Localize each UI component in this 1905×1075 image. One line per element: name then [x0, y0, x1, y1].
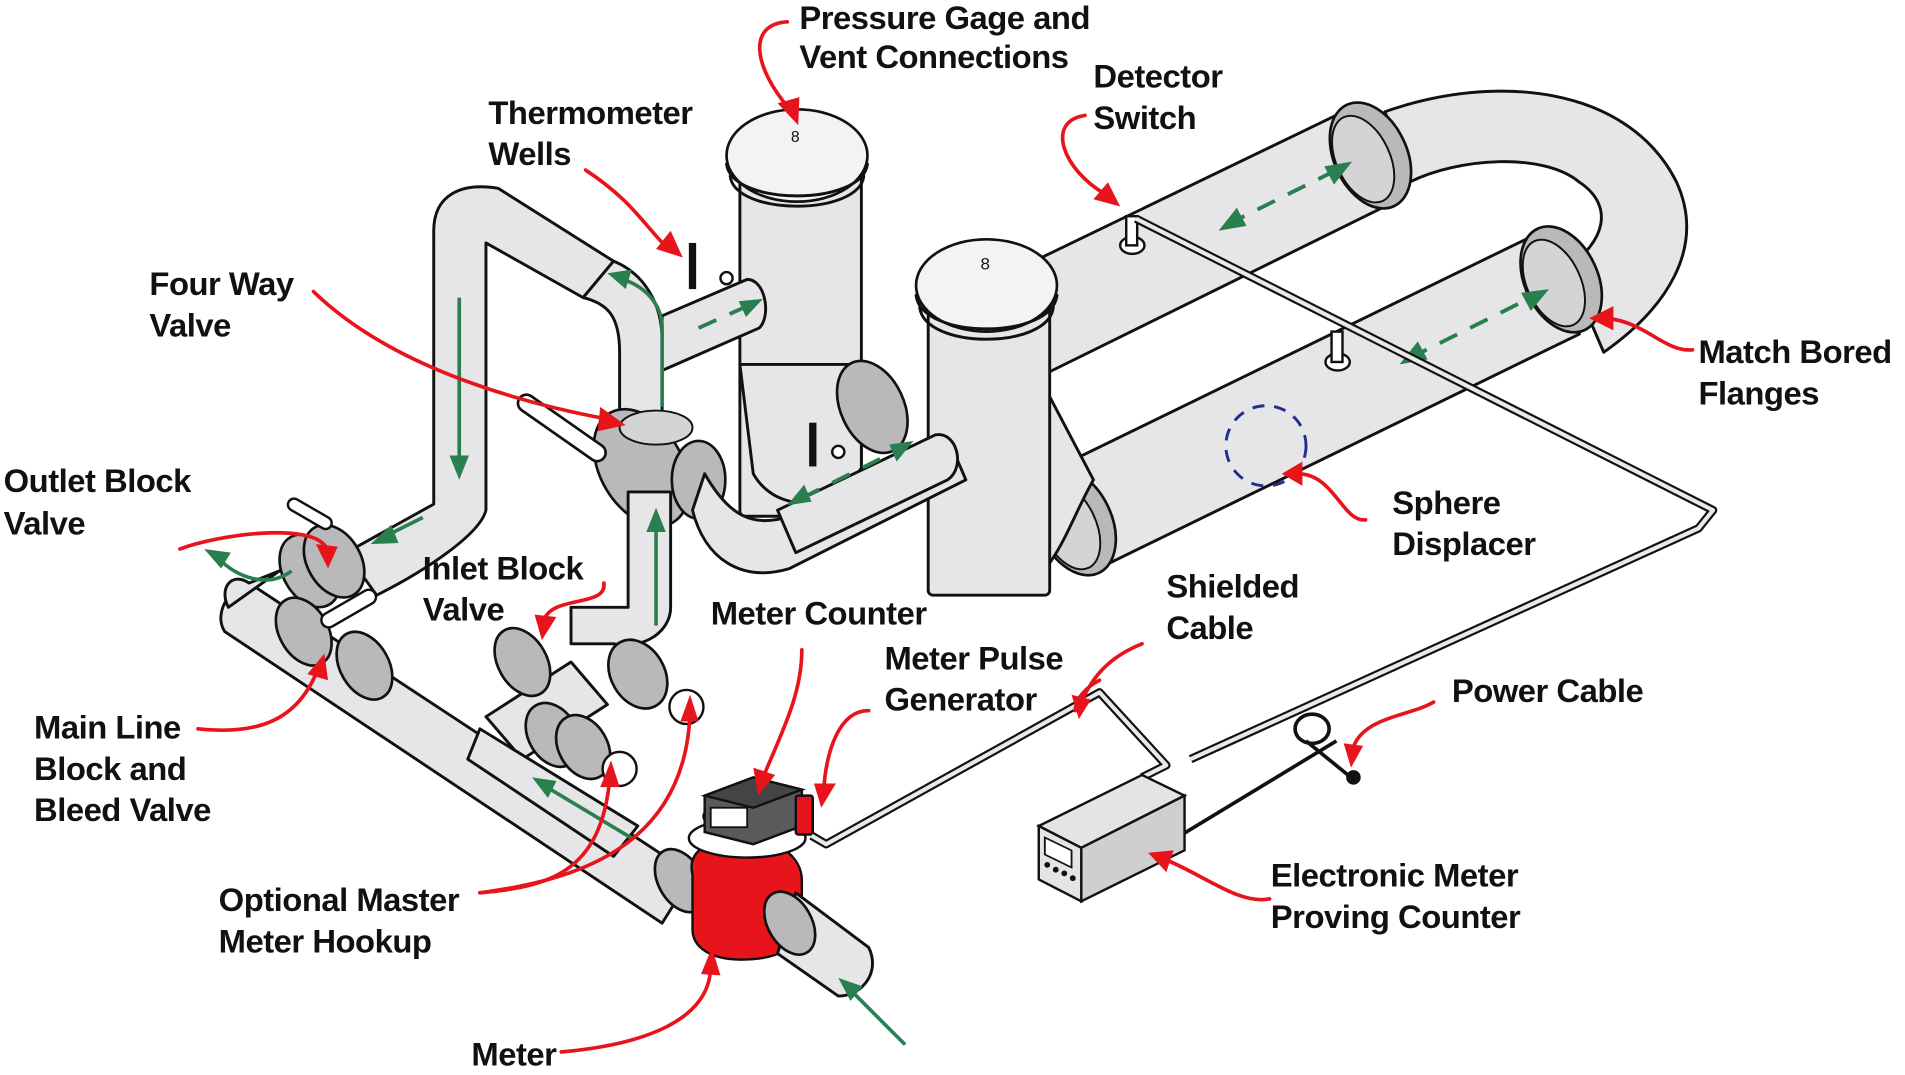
- four-way-valve: [516, 393, 727, 528]
- label-inlet-block-valve: Inlet Block Valve: [423, 549, 592, 627]
- cap-marking: 8: [980, 255, 989, 274]
- shielded-cable: [809, 214, 1718, 849]
- prover-flow-arrows: [1218, 161, 1550, 365]
- callout-labels: Pressure Gage and Vent Connections Therm…: [4, 0, 1900, 1072]
- power-cable: [1175, 712, 1361, 840]
- detector-switch-lower: [1324, 330, 1351, 372]
- label-detector-switch: Detector Switch: [1093, 57, 1231, 135]
- electronic-proving-counter: [1036, 773, 1188, 904]
- thermo-branch-lower: [776, 433, 959, 555]
- sphere-displacer: [1224, 404, 1308, 488]
- label-pressure-gage: Pressure Gage and Vent Connections: [799, 0, 1098, 75]
- label-match-bored-flanges: Match Bored Flanges: [1698, 333, 1900, 411]
- thermometer-well-1: [688, 242, 697, 290]
- inlet-riser-pipe: [569, 490, 673, 647]
- meter-assembly: [653, 776, 907, 1046]
- label-meter-counter: Meter Counter: [711, 594, 928, 631]
- leader-arrows: [177, 20, 1695, 1054]
- meter-counter: [700, 776, 806, 846]
- meter-pulse-generator: [794, 794, 814, 836]
- thermometer-well-2: [719, 270, 734, 286]
- second-tank: 8: [914, 237, 1059, 597]
- main-line-block-valve: [274, 588, 394, 701]
- label-shielded-cable: Shielded Cable: [1166, 568, 1307, 646]
- outlet-riser-pipe: [344, 185, 615, 597]
- flange-upper: [1328, 101, 1413, 210]
- label-electronic-counter: Electronic Meter Proving Counter: [1271, 857, 1527, 935]
- thermometer-well-3: [809, 422, 817, 467]
- label-optional-master-meter: Optional Master Meter Hookup: [219, 881, 468, 959]
- manifold-flow-arrows: [204, 269, 914, 840]
- cap-marking: 8: [791, 129, 800, 146]
- label-outlet-block-valve: Outlet Block Valve: [4, 462, 200, 542]
- label-meter-pulse-generator: Meter Pulse Generator: [884, 639, 1071, 717]
- label-main-line-valve: Main Line Block and Bleed Valve: [34, 709, 211, 829]
- label-sphere-displacer: Sphere Displacer: [1392, 484, 1536, 562]
- label-meter: Meter: [471, 1035, 557, 1072]
- thermometer-well-4: [831, 444, 846, 460]
- detector-switch-upper: [1118, 215, 1146, 256]
- u-bend-pipe: [1383, 89, 1688, 354]
- label-power-cable: Power Cable: [1452, 672, 1644, 709]
- label-four-way-valve: Four Way Valve: [149, 265, 302, 343]
- label-thermometer-wells: Thermometer Wells: [488, 94, 701, 172]
